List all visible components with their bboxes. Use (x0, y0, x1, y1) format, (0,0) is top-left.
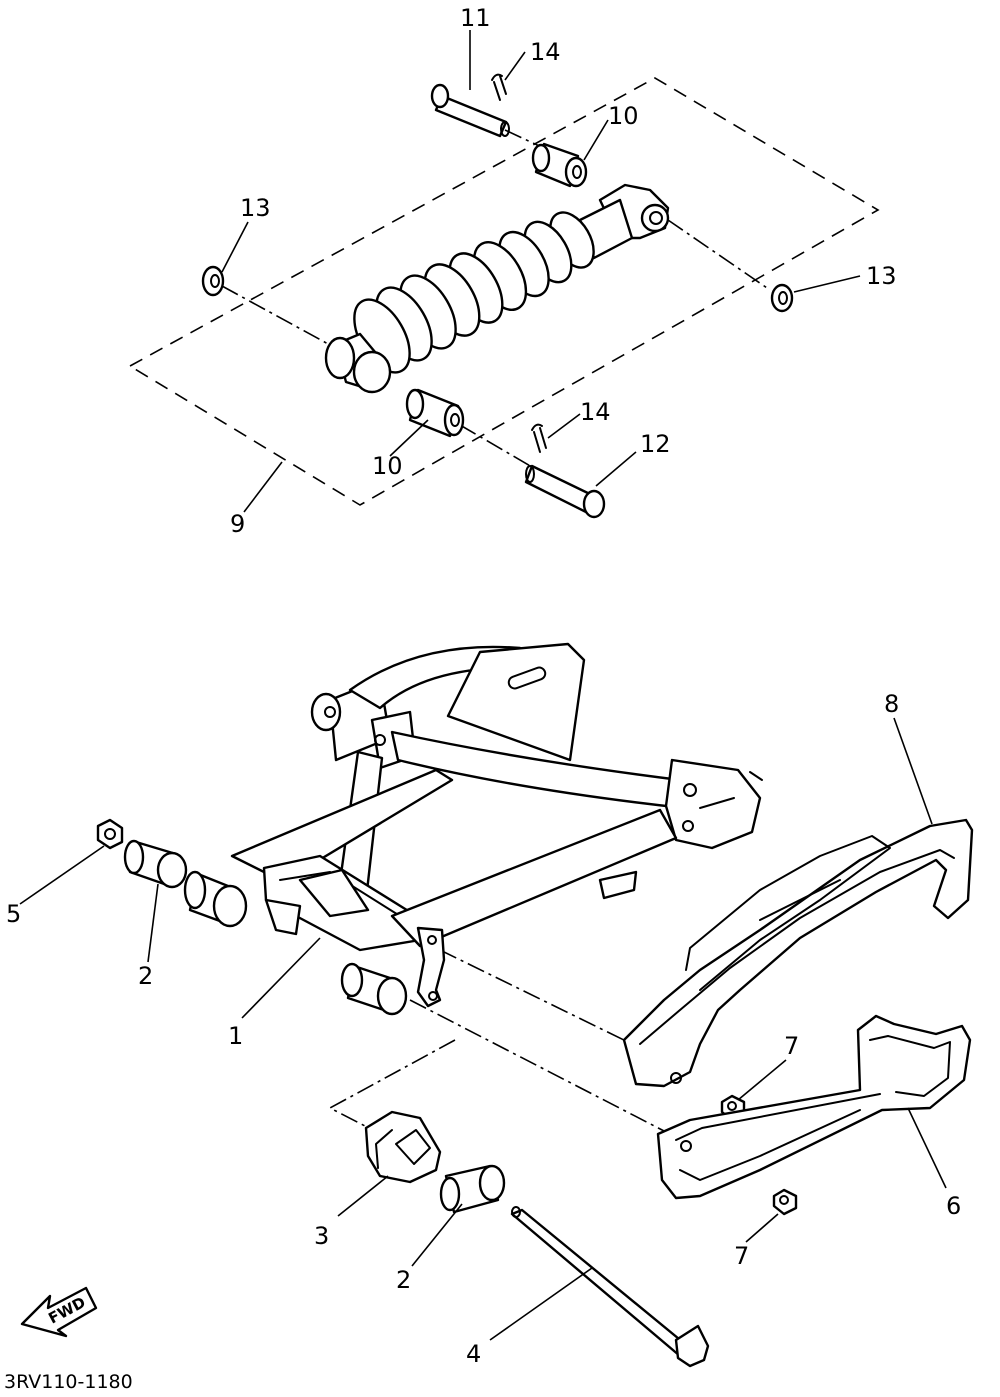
callout-14-upper: 14 (530, 38, 561, 66)
callout-7-lower: 7 (734, 1242, 749, 1270)
swingarm-body (230, 768, 678, 952)
callout-labels: 11 14 10 13 13 14 12 10 9 8 5 2 1 7 3 6 … (6, 4, 961, 1368)
centerline-pivot-bush (328, 1039, 456, 1127)
callout-13-left: 13 (240, 194, 271, 222)
shock-absorber-assembly (128, 73, 880, 519)
callout-1: 1 (228, 1022, 243, 1050)
callout-10-upper: 10 (608, 102, 639, 130)
cotter-pin-lower (531, 423, 547, 453)
callout-4: 4 (466, 1340, 481, 1368)
chain-case (622, 818, 974, 1088)
centerline-swingarm-lower (409, 999, 667, 1133)
callout-13-right: 13 (866, 262, 897, 290)
callout-5: 5 (6, 900, 21, 928)
swingarm-upper-brace (310, 642, 763, 850)
callout-9: 9 (230, 510, 245, 538)
dust-cover-bush (364, 1110, 442, 1184)
callout-2-upper: 2 (138, 962, 153, 990)
chain-adjuster-plate (416, 926, 446, 1008)
pivot-shaft (510, 1206, 710, 1368)
centerline-lower-bolt (459, 424, 533, 468)
chain-guard (656, 1014, 972, 1200)
callout-10-lower: 10 (372, 452, 403, 480)
upper-mount-bolt (430, 83, 510, 138)
swingarm-pivot-left (183, 870, 248, 928)
rear-shock-absorber (324, 183, 670, 394)
callout-12: 12 (640, 430, 671, 458)
callout-2-lower: 2 (396, 1266, 411, 1294)
bush-lower (439, 1164, 506, 1214)
nut (96, 818, 124, 850)
swingarm-pivot-right (340, 962, 408, 1016)
callout-11: 11 (460, 4, 491, 32)
assembly-boundary-dashed (128, 77, 880, 506)
callout-7-upper: 7 (784, 1032, 799, 1060)
screw-lower (772, 1188, 798, 1216)
lower-mount-bolt (524, 464, 606, 519)
washer-left (201, 265, 225, 297)
shock-spring (353, 211, 595, 374)
collar-upper (531, 142, 588, 188)
forward-direction-arrow: FWD (20, 1286, 98, 1338)
callout-6: 6 (946, 1192, 961, 1220)
collar-lower (405, 388, 465, 438)
swingarm-assembly (96, 642, 974, 1368)
callout-8: 8 (884, 690, 899, 718)
cotter-pin-upper (491, 73, 507, 101)
washer-right (770, 283, 794, 313)
diagram-code: 3RV110-1180 (4, 1371, 133, 1393)
centerline-swingarm-right (439, 949, 629, 1043)
bush-upper (123, 839, 188, 889)
centerline-left-washer (221, 285, 331, 346)
callout-3: 3 (314, 1222, 329, 1250)
centerline-right-washer (667, 219, 771, 291)
callout-14-lower: 14 (580, 398, 611, 426)
leader-lines (19, 30, 947, 1341)
